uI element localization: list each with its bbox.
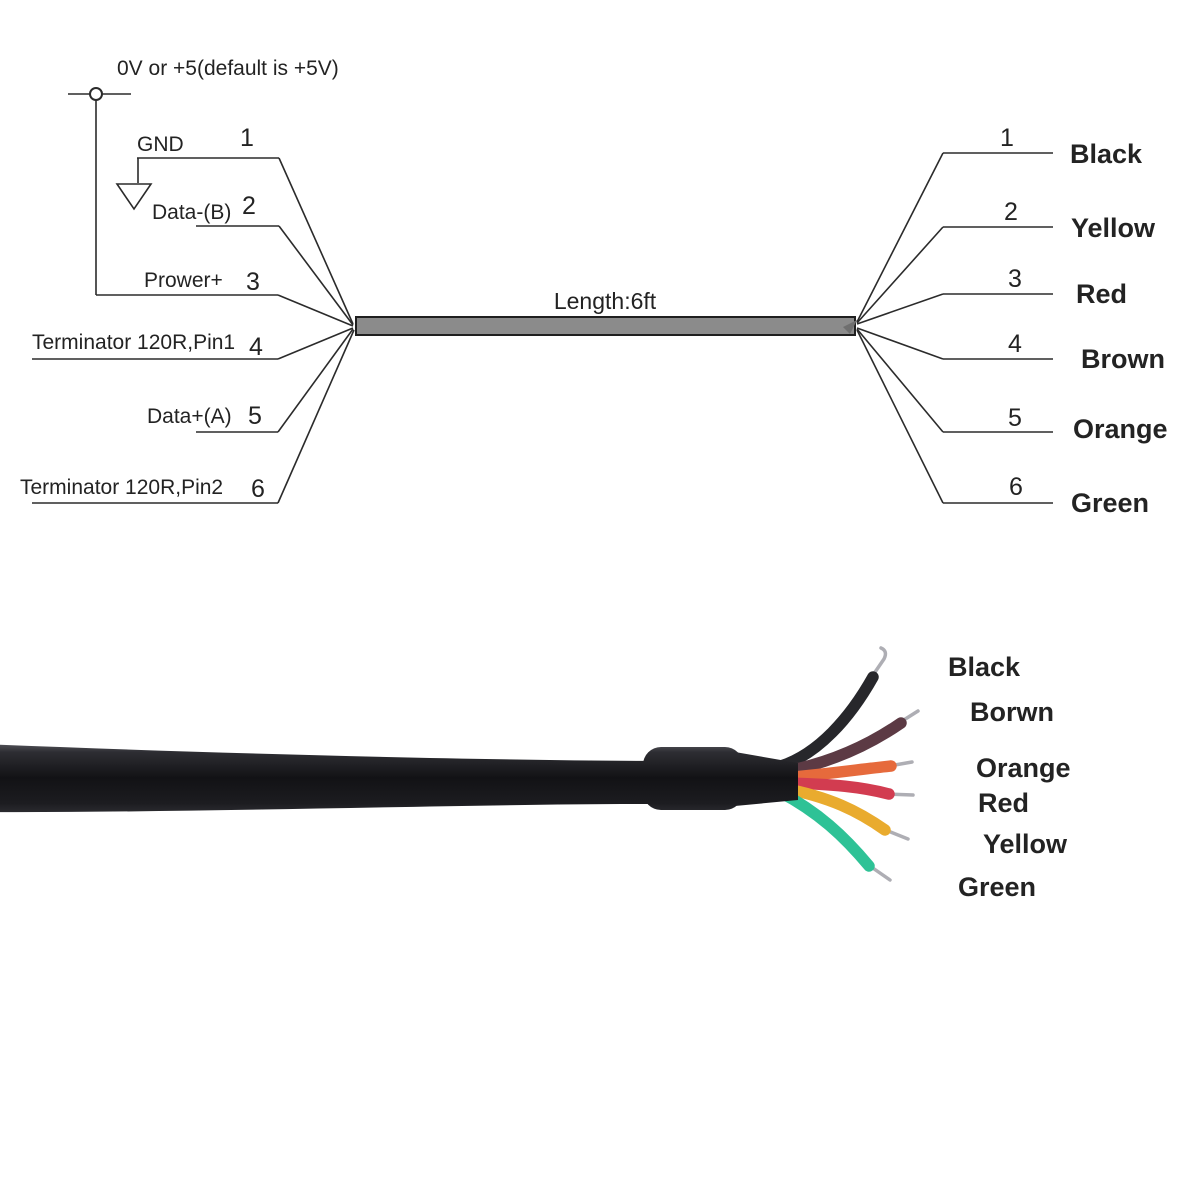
left-pin-4-label: Terminator 120R,Pin1 [32, 331, 235, 354]
right-pin-5-number: 5 [1008, 404, 1022, 432]
right-pin-leads [856, 152, 1053, 504]
wire-black [775, 671, 879, 772]
cable-bar [355, 316, 856, 336]
cable-jacket [0, 744, 650, 813]
right-pin-2-color-label: Yellow [1071, 213, 1156, 243]
right-pin-5-color-label: Orange [1073, 414, 1168, 444]
left-pin-1-number: 1 [240, 124, 254, 152]
left-pin-5-label: Data+(A) [147, 405, 232, 428]
right-pin-3-color-label: Red [1076, 279, 1127, 309]
left-pin-1-label: GND [137, 133, 184, 156]
right-pin-6-number: 6 [1009, 473, 1023, 501]
left-pin-6-number: 6 [251, 475, 265, 503]
right-pin-1-color-label: Black [1070, 139, 1143, 169]
cable-bar-arrow-icon [843, 320, 857, 334]
left-pin-leads [32, 157, 355, 504]
right-pin-1-number: 1 [1000, 124, 1014, 152]
right-pin-3-number: 3 [1008, 265, 1022, 293]
right-pin-2-number: 2 [1004, 198, 1018, 226]
photo-label-yellow: Yellow [983, 829, 1068, 859]
photo-label-red: Red [978, 788, 1029, 818]
wire-red [777, 777, 895, 800]
heat-shrink-bulge [643, 747, 743, 810]
ground-icon [115, 158, 153, 211]
left-pin-6-label: Terminator 120R,Pin2 [20, 476, 223, 499]
photo-label-orange: Orange [976, 753, 1071, 783]
left-pin-3-number: 3 [246, 268, 260, 296]
photo-label-brown: Borwn [970, 697, 1054, 727]
left-pin-3-label: Prower+ [144, 269, 223, 292]
wire-brown [776, 717, 907, 778]
cable-photo-section: Black Borwn Orange Red Yellow Green [0, 646, 1071, 902]
power-node-label: 0V or +5(default is +5V) [117, 57, 339, 80]
right-pin-4-color-label: Brown [1081, 344, 1165, 374]
cable-length-label: Length:6ft [554, 288, 657, 314]
photo-label-green: Green [958, 872, 1036, 902]
photo-label-black: Black [948, 652, 1021, 682]
left-pin-5-number: 5 [248, 402, 262, 430]
inner-wires [774, 646, 920, 882]
right-pin-4-number: 4 [1008, 330, 1022, 358]
left-pin-2-number: 2 [242, 192, 256, 220]
jacket-taper [735, 752, 798, 806]
schematic-section: 0V or +5(default is +5V) GND 1 Data-(B) … [20, 57, 1168, 518]
left-pin-4-number: 4 [249, 333, 263, 361]
power-node-icon [68, 87, 131, 295]
left-pin-2-label: Data-(B) [152, 201, 231, 224]
right-pin-6-color-label: Green [1071, 488, 1149, 518]
